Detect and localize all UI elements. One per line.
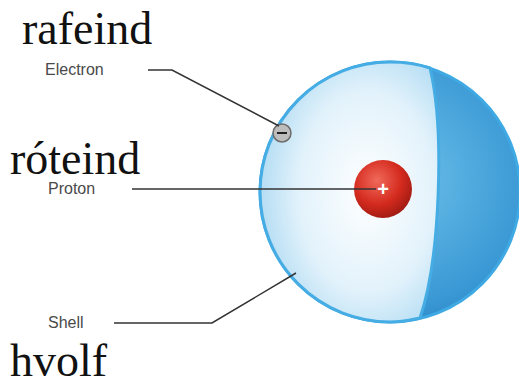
part-name: Shell xyxy=(48,315,84,331)
leader-line xyxy=(148,70,279,126)
part-name: Proton xyxy=(48,181,95,197)
plus-sign: + xyxy=(377,178,389,200)
shell-sphere xyxy=(260,62,519,322)
icelandic-label: róteind xyxy=(10,136,140,182)
minus-sign xyxy=(277,132,287,134)
cutaway-face xyxy=(260,62,439,322)
leader-line xyxy=(132,188,376,190)
icelandic-label: rafeind xyxy=(22,6,152,52)
part-name: Electron xyxy=(45,62,104,78)
leader-line xyxy=(114,273,296,323)
electron-dot xyxy=(273,124,291,142)
icelandic-label: hvolf xyxy=(10,338,107,384)
